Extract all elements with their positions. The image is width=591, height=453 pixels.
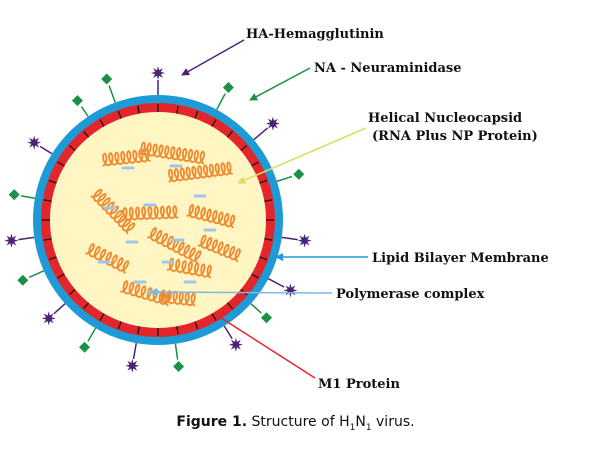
ha-spike-head — [27, 135, 42, 150]
surface-spikes — [4, 66, 312, 373]
na-spike-head — [293, 168, 305, 180]
polymerase-complexes — [97, 164, 217, 294]
m1-tick — [68, 144, 76, 152]
m1-tick — [259, 179, 268, 184]
ha-spike-stalk — [223, 325, 233, 340]
na-spike-stalk — [80, 106, 89, 117]
label-na: NA - Neuraminidase — [314, 61, 461, 76]
m1-tick — [57, 273, 65, 279]
label-lipid: Lipid Bilayer Membrane — [372, 251, 549, 266]
rna-coil — [85, 243, 130, 274]
na-spike-head — [260, 312, 272, 324]
m1-layer-ticks — [42, 104, 274, 336]
rna-coil — [159, 289, 196, 307]
ha-spike-head — [4, 233, 19, 248]
m1-tick — [48, 256, 57, 261]
polymerase-pointer — [149, 288, 333, 297]
m1-tick — [82, 302, 90, 310]
label-nucleocapsid-1: Helical Nucleocapsid — [368, 111, 522, 126]
ha-spike-head — [151, 66, 165, 80]
virus-diagram: HA-Hemagglutinin NA - Neuraminidase Heli… — [4, 27, 549, 392]
figure-caption: Figure 1. Structure of H1N1 virus. — [0, 414, 591, 433]
m1-tick — [211, 119, 217, 127]
m1-tick — [137, 105, 140, 114]
caption-prefix: Figure 1. — [176, 414, 248, 430]
ha-spike-stalk — [281, 236, 298, 241]
rna-coil — [197, 234, 241, 263]
m1-tick — [264, 199, 273, 202]
ha-spike-head — [41, 311, 56, 326]
m1-tick — [251, 273, 259, 279]
m1-tick — [43, 238, 52, 241]
nucleocapsid-pointer — [237, 127, 367, 184]
m1-tick — [117, 110, 122, 119]
ha-spike-stalk — [253, 127, 269, 141]
m1-tick — [43, 199, 52, 202]
m1-tick — [194, 110, 199, 119]
rna-coil — [167, 161, 233, 183]
na-spike-stalk — [108, 85, 116, 103]
rna-coil — [121, 204, 179, 221]
rna-coil — [166, 257, 212, 279]
na-spike-stalk — [20, 195, 36, 200]
rna-coil — [186, 203, 236, 229]
ha-spike-stalk — [53, 303, 66, 315]
na-spike-stalk — [174, 343, 179, 360]
rna-coil — [138, 141, 206, 165]
m1-tick — [117, 321, 122, 330]
ha-spike-head — [228, 337, 243, 352]
caption-mid: N — [355, 414, 366, 430]
m1-tick — [68, 288, 76, 296]
na-spike-head — [8, 189, 20, 201]
ha-spike-stalk — [132, 342, 138, 359]
m1-tick — [226, 130, 234, 138]
m1-tick — [176, 105, 179, 114]
na-spike-stalk — [87, 327, 97, 342]
ha-spike-stalk — [18, 236, 35, 241]
caption-sub-2: 1 — [365, 422, 372, 433]
caption-text-before: Structure of H — [251, 414, 350, 430]
na-spike-head — [17, 274, 29, 286]
na-spike-stalk — [28, 270, 45, 279]
na-spike-stalk — [216, 93, 226, 110]
m1-tick — [264, 238, 273, 241]
m1-tick — [176, 326, 179, 335]
na-spike-head — [222, 82, 234, 94]
ha-spike-stalk — [39, 145, 53, 155]
m1-pointer — [214, 313, 316, 379]
caption-text-after: virus. — [376, 414, 415, 430]
m1-tick — [194, 321, 199, 330]
m1-tick — [240, 144, 248, 152]
label-m1: M1 Protein — [318, 377, 400, 392]
m1-tick — [226, 302, 234, 310]
na-spike-head — [173, 361, 185, 373]
rna-coil — [120, 279, 171, 307]
m1-tick — [48, 179, 57, 184]
na-spike-stalk — [250, 303, 262, 314]
na-pointer — [249, 67, 311, 101]
caption-sub-1: 1 — [349, 422, 356, 433]
m1-tick — [99, 313, 105, 321]
na-spike-head — [79, 341, 90, 353]
na-spike-stalk — [276, 175, 293, 183]
m1-tick — [211, 313, 217, 321]
label-nucleocapsid-2: (RNA Plus NP Protein) — [372, 129, 538, 144]
ha-spike-head — [297, 233, 312, 248]
m1-tick — [82, 130, 90, 138]
ha-pointer — [181, 39, 245, 76]
ha-spike-head — [283, 283, 298, 298]
ha-spike-head — [125, 358, 140, 373]
na-spike-head — [71, 95, 83, 107]
ha-spike-stalk — [268, 278, 285, 288]
m1-tick — [251, 161, 259, 167]
label-polymerase: Polymerase complex — [336, 287, 485, 302]
na-spike-head — [101, 73, 113, 85]
helical-nucleocapsid-coils — [85, 141, 241, 307]
label-ha: HA-Hemagglutinin — [246, 27, 384, 42]
m1-tick — [99, 119, 105, 127]
m1-tick — [259, 256, 268, 261]
ha-spike-head — [265, 116, 280, 131]
m1-tick — [57, 161, 65, 167]
m1-tick — [137, 326, 140, 335]
